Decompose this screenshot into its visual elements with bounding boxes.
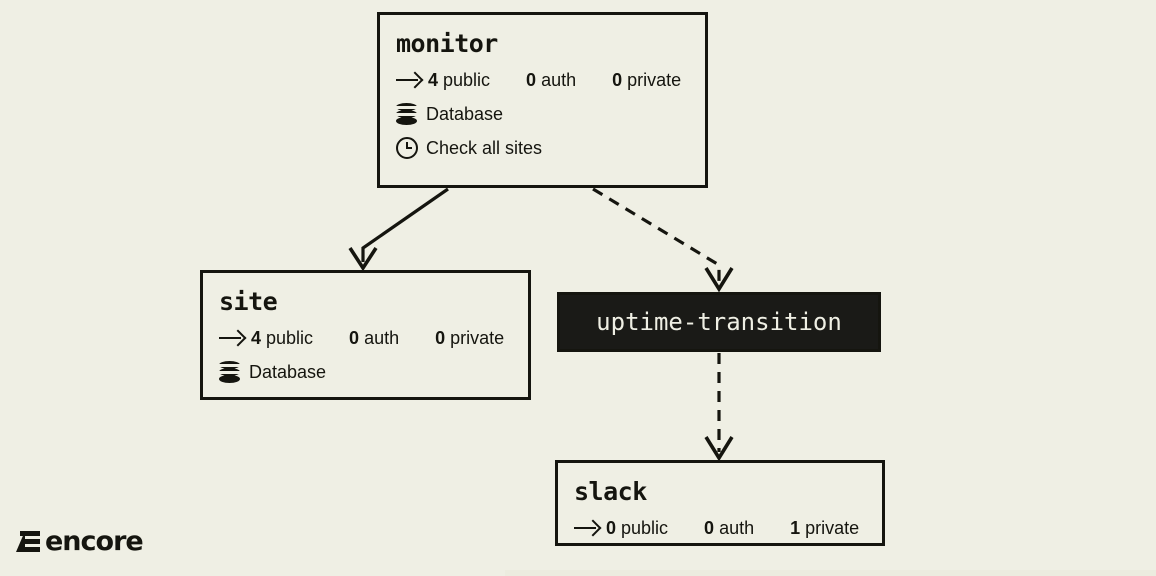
encore-logo: encore xyxy=(16,526,144,557)
service-title: site xyxy=(219,287,278,316)
endpoint-label: auth xyxy=(364,328,400,348)
endpoint-count: 0 xyxy=(704,518,715,538)
resource-row-cron[interactable]: Check all sites xyxy=(396,137,689,159)
endpoint-label: private xyxy=(627,70,682,90)
endpoint-count: 4 xyxy=(428,70,439,90)
endpoint-label: auth xyxy=(541,70,577,90)
endpoint-count: 1 xyxy=(790,518,801,538)
endpoint-count: 0 xyxy=(435,328,446,348)
endpoint-public: 0 public xyxy=(606,519,668,537)
edge-topic-to-slack xyxy=(704,353,734,462)
service-node-monitor[interactable]: monitor 4 public 0 auth 0 private xyxy=(377,12,708,188)
endpoint-count: 0 xyxy=(606,518,617,538)
database-icon xyxy=(219,361,240,383)
topic-node-uptime-transition[interactable]: uptime-transition xyxy=(557,292,881,352)
resource-row-database[interactable]: Database xyxy=(396,103,689,125)
edge-monitor-to-topic xyxy=(592,187,734,293)
endpoint-auth: 0 auth xyxy=(349,329,399,347)
endpoint-private: 0 private xyxy=(612,71,681,89)
endpoint-public: 4 public xyxy=(251,329,313,347)
endpoint-private: 0 private xyxy=(435,329,504,347)
endpoint-label: public xyxy=(443,70,491,90)
resource-label: Database xyxy=(249,362,327,382)
bottom-band xyxy=(0,570,1156,576)
service-title: monitor xyxy=(396,29,498,58)
database-icon xyxy=(396,103,417,125)
endpoint-private: 1 private xyxy=(790,519,859,537)
encore-wordmark: encore xyxy=(45,526,144,557)
endpoint-auth: 0 auth xyxy=(526,71,576,89)
encore-logo-mark-icon xyxy=(16,531,40,552)
endpoint-count: 0 xyxy=(526,70,537,90)
arrow-right-icon xyxy=(396,71,422,89)
resource-label: Database xyxy=(426,104,504,124)
endpoint-label: public xyxy=(621,518,669,538)
endpoint-count: 0 xyxy=(349,328,360,348)
resource-row-database[interactable]: Database xyxy=(219,361,512,383)
endpoint-label: public xyxy=(266,328,314,348)
endpoints-row: 0 public 0 auth 1 private xyxy=(574,519,866,537)
endpoint-public: 4 public xyxy=(428,71,490,89)
resource-label: Check all sites xyxy=(426,138,543,158)
endpoint-count: 0 xyxy=(612,70,623,90)
service-title: slack xyxy=(574,477,647,506)
arrow-right-icon xyxy=(574,519,600,537)
endpoint-label: private xyxy=(450,328,505,348)
bottom-band-left xyxy=(0,570,505,576)
endpoint-auth: 0 auth xyxy=(704,519,754,537)
endpoints-row: 4 public 0 auth 0 private xyxy=(219,329,512,347)
service-node-slack[interactable]: slack 0 public 0 auth 1 private xyxy=(555,460,885,546)
endpoints-row: 4 public 0 auth 0 private xyxy=(396,71,689,89)
arrow-right-icon xyxy=(219,329,245,347)
service-node-site[interactable]: site 4 public 0 auth 0 private xyxy=(200,270,531,400)
clock-icon xyxy=(396,137,418,159)
topic-title: uptime-transition xyxy=(596,308,842,336)
edge-monitor-to-site xyxy=(348,187,449,272)
endpoint-label: auth xyxy=(719,518,755,538)
endpoint-count: 4 xyxy=(251,328,262,348)
endpoint-label: private xyxy=(805,518,860,538)
